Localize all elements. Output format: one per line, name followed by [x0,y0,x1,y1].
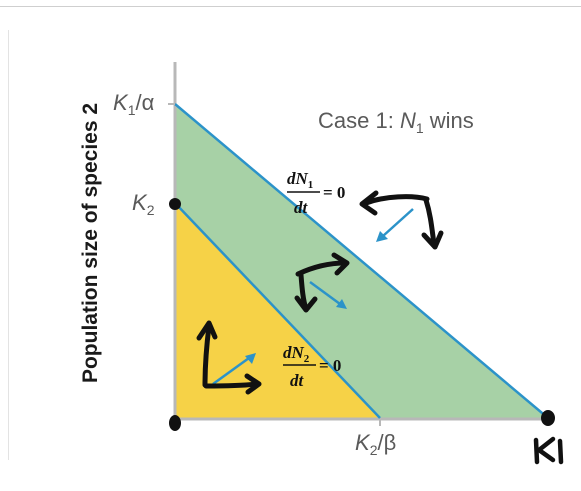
isocline-2-label: dN2 dt = 0 [283,343,341,390]
svg-text:dN1: dN1 [287,169,313,191]
isocline-species-1 [174,103,549,419]
top-border [0,0,581,7]
tick-label-k1-handwritten [533,436,564,465]
y-axis-label: Population size of species 2 [79,102,102,384]
hand-arrows-upper [359,190,444,250]
isocline-1-label: dN1 dt = 0 [287,169,345,217]
svg-text:= 0: = 0 [323,183,345,202]
hand-arrows-lower [196,320,262,395]
case-label: Case 1: N1 wins [318,108,474,136]
svg-text:= 0: = 0 [319,356,341,375]
hand-arrows-middle [294,252,350,313]
blue-arrow-middle [309,280,347,309]
tick-label-k2-beta: K2/β [355,430,396,458]
dot-origin [169,415,181,431]
tick-label-k1-alpha: K1/α [113,90,155,118]
left-border [8,30,9,460]
blue-arrow-upper [376,208,414,242]
dot-k2 [169,198,181,210]
tick-label-k2: K2 [132,190,155,218]
blue-arrow-lower [212,353,256,386]
svg-text:dt: dt [294,198,309,217]
svg-text:dt: dt [290,371,305,390]
isocline-species-2 [174,202,381,419]
dot-k1 [541,410,555,426]
svg-text:dN2: dN2 [283,343,310,365]
